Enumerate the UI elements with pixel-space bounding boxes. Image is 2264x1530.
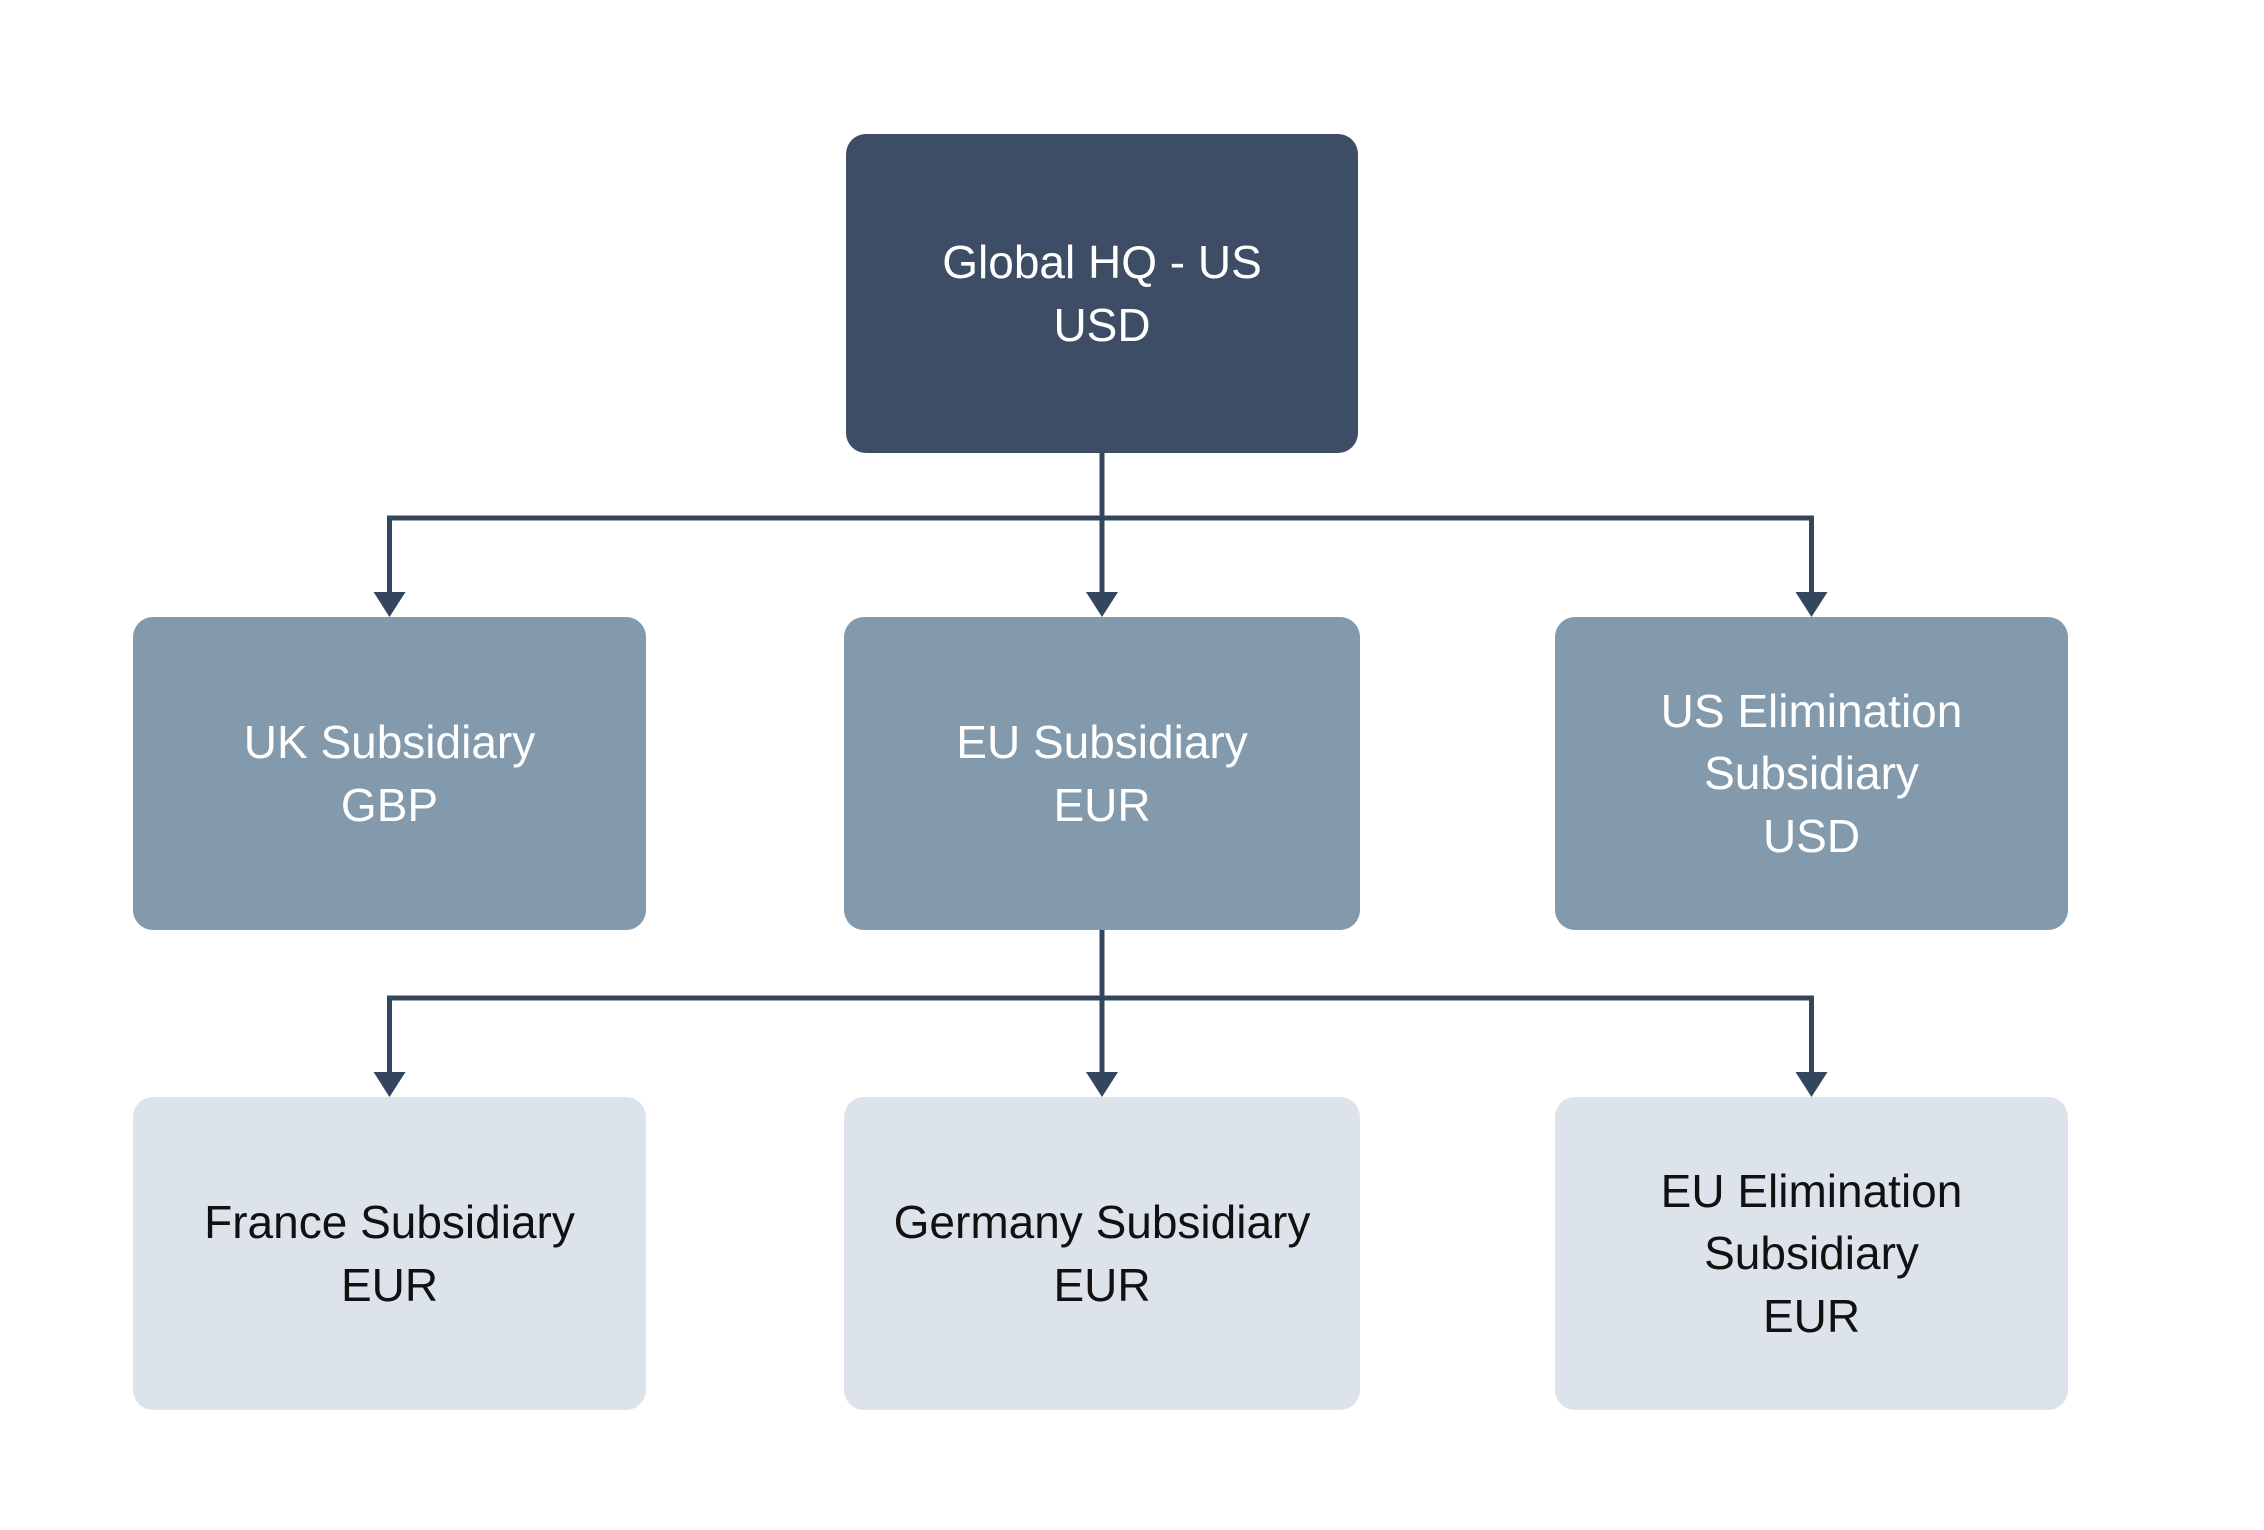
node-name: Global HQ - US: [942, 235, 1262, 288]
node-currency: EUR: [1762, 1289, 1861, 1342]
node-eu-subsidiary: EU Subsidiary EUR: [844, 617, 1360, 930]
arrowhead-icon: [1086, 1072, 1118, 1097]
node-currency: USD: [1762, 809, 1861, 862]
arrowhead-icon: [1086, 592, 1118, 617]
node-us-elimination-subsidiary: US Elimination Subsidiary USD: [1555, 617, 2068, 930]
node-name: EU Elimination Subsidiary: [1660, 1164, 1963, 1280]
node-name: UK Subsidiary: [243, 715, 536, 768]
node-currency: EUR: [1053, 778, 1151, 831]
node-currency: GBP: [340, 778, 439, 831]
arrowhead-icon: [373, 1072, 406, 1097]
node-eu-elimination-subsidiary: EU Elimination Subsidiary EUR: [1555, 1097, 2068, 1410]
node-name: EU Subsidiary: [956, 715, 1248, 768]
connector-tier1-arrowheads: [373, 592, 1828, 617]
arrowhead-icon: [373, 592, 406, 617]
node-france-subsidiary: France Subsidiary EUR: [133, 1097, 646, 1410]
connector-tier2-arrowheads: [373, 1072, 1828, 1097]
arrowhead-icon: [1795, 1072, 1828, 1097]
connector-tier2: [387, 930, 1814, 1074]
arrowhead-icon: [1795, 592, 1828, 617]
node-uk-subsidiary: UK Subsidiary GBP: [133, 617, 646, 930]
node-name: France Subsidiary: [204, 1195, 575, 1248]
node-global-hq: Global HQ - US USD: [846, 134, 1358, 453]
node-currency: USD: [1053, 298, 1151, 351]
connector-tier1: [387, 453, 1814, 594]
node-germany-subsidiary: Germany Subsidiary EUR: [844, 1097, 1360, 1410]
node-name: Germany Subsidiary: [893, 1195, 1311, 1248]
node-currency: EUR: [340, 1258, 439, 1311]
node-name: US Elimination Subsidiary: [1660, 684, 1963, 800]
node-currency: EUR: [1053, 1258, 1151, 1311]
